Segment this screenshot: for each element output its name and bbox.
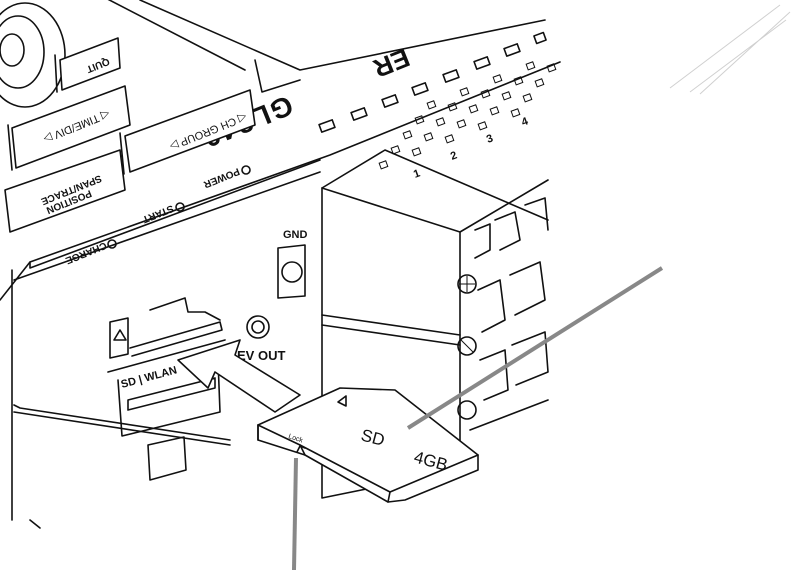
terminal-dot — [459, 87, 470, 97]
gnd-terminal[interactable]: GND — [277, 229, 308, 299]
dial-knob[interactable] — [0, 2, 66, 108]
terminal-dot — [402, 130, 413, 140]
device-top-panel — [0, 0, 561, 301]
insertion-arrow-icon — [177, 339, 301, 413]
terminal-dot — [501, 91, 512, 101]
channel-number: 1 — [412, 167, 422, 180]
terminal-dot — [477, 121, 488, 131]
gnd-label: GND — [283, 229, 308, 241]
power-label: POWER — [201, 165, 241, 190]
power-led-icon — [241, 165, 251, 175]
terminal-dot — [456, 119, 467, 129]
terminal-dot — [522, 93, 533, 103]
terminal-dot-grid — [378, 61, 557, 170]
callout-line-card — [406, 266, 664, 430]
terminal-dot — [426, 100, 437, 110]
terminal-dot — [513, 76, 524, 86]
ev-out-label: EV OUT — [237, 348, 285, 363]
start-label: START — [141, 202, 175, 224]
terminal-dot — [489, 106, 500, 116]
sd-card-lock-label: Lock — [287, 433, 304, 444]
terminal-dot — [492, 74, 503, 84]
channel-number: 2 — [449, 149, 459, 162]
terminal-dot — [447, 102, 458, 112]
ch-group-button[interactable]: ◁ CH GROUP ▷ — [119, 89, 256, 175]
span-trace-button[interactable]: SPAN/TRACE POSITION — [4, 149, 126, 233]
led-slot-row — [318, 31, 547, 133]
terminal-dot — [546, 63, 557, 73]
terminal-dot — [414, 115, 425, 125]
callout-lines — [292, 266, 664, 571]
terminal-dot — [468, 104, 479, 114]
callout-line-lock — [292, 457, 298, 571]
ev-out-port[interactable]: EV OUT — [237, 315, 285, 363]
terminal-screws — [457, 197, 549, 431]
channel-number: 4 — [520, 115, 531, 129]
quit-button[interactable]: QUIT — [54, 37, 121, 93]
terminal-dot — [534, 78, 545, 88]
slot-label: SD | WLAN — [120, 364, 179, 390]
terminal-dot — [480, 89, 491, 99]
start-led-icon — [175, 202, 185, 212]
terminal-dot — [444, 134, 455, 144]
sd-card-slot[interactable]: SD | WLAN — [107, 297, 226, 481]
terminal-dot — [435, 117, 446, 127]
terminal-dot — [411, 147, 422, 157]
channel-numbers: 1 2 3 4 — [412, 115, 531, 181]
terminal-dot — [525, 61, 536, 71]
terminal-dot — [423, 132, 434, 142]
terminal-dot — [510, 108, 521, 118]
faded-corner-stroke — [669, 4, 791, 95]
terminal-dot — [378, 160, 389, 170]
terminal-dot — [390, 145, 401, 155]
channel-number: 3 — [485, 132, 495, 145]
